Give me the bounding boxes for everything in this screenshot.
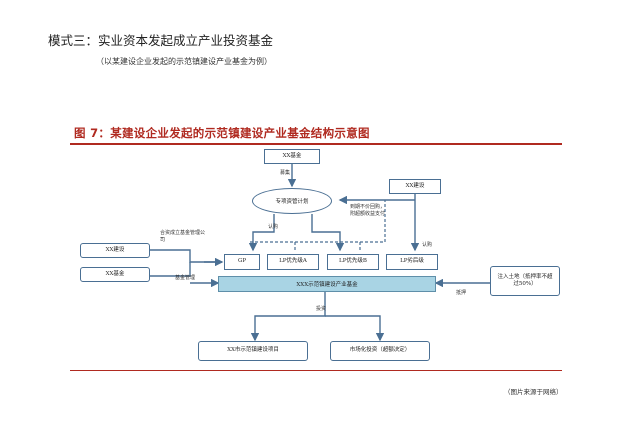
label-guarantee: 到期不价回购， 附超额收益支付 (350, 204, 386, 217)
section-title: 模式三：实业资本发起成立产业投资基金 (48, 33, 274, 48)
arrow-plan-to-lpa (248, 214, 275, 252)
node-lp-a: LP优先级A (267, 254, 319, 270)
node-fund-bar: XXX示范镇建设产业基金 (218, 276, 436, 292)
node-xx-construction-left: XX建设 (80, 243, 150, 258)
arrow-to-market (325, 315, 385, 342)
node-project: XX市示范镇建设项目 (198, 341, 308, 361)
label-pledge: 抵押 (456, 290, 467, 296)
node-land: 注入土地（抵押率不超过50%） (490, 266, 560, 296)
node-xx-fund-top: XX基金 (264, 149, 320, 164)
image-source-note: （图片来源于网络） (504, 388, 563, 396)
dashed-return-c (360, 200, 386, 243)
figure-top-rule (70, 143, 562, 145)
label-subscribe-left: 认购 (268, 224, 279, 230)
arrow-to-project (250, 292, 326, 342)
node-xx-construction-right: XX建设 (389, 179, 441, 194)
node-market: 市场化投资（超额决定） (330, 341, 430, 361)
dashed-return-a (250, 241, 361, 252)
label-invest: 投资 (316, 306, 327, 312)
label-manage: 基金管理 (175, 275, 196, 281)
node-gp: GP (224, 254, 260, 270)
node-xx-fund-left: XX基金 (80, 267, 150, 282)
node-lp-sub: LP劣后级 (386, 254, 438, 270)
node-special-plan: 专项资管计划 (252, 188, 332, 214)
label-subscribe-right: 认购 (422, 242, 433, 248)
section-subtitle: （以某建设企业发起的示范镇建设产业基金为例） (96, 57, 272, 66)
label-jv: 合资成立基金管理公司 (160, 230, 206, 243)
line-construction-to-gp (150, 249, 222, 263)
line-fund-to-gp (150, 262, 191, 277)
arrow-plan-to-lpb (311, 214, 345, 252)
figure-title: 图 7：某建设企业发起的示范镇建设产业基金结构示意图 (74, 126, 370, 140)
node-lp-b: LP优先级B (327, 254, 379, 270)
figure-bottom-rule (70, 370, 562, 371)
label-raise: 募集 (280, 170, 291, 176)
